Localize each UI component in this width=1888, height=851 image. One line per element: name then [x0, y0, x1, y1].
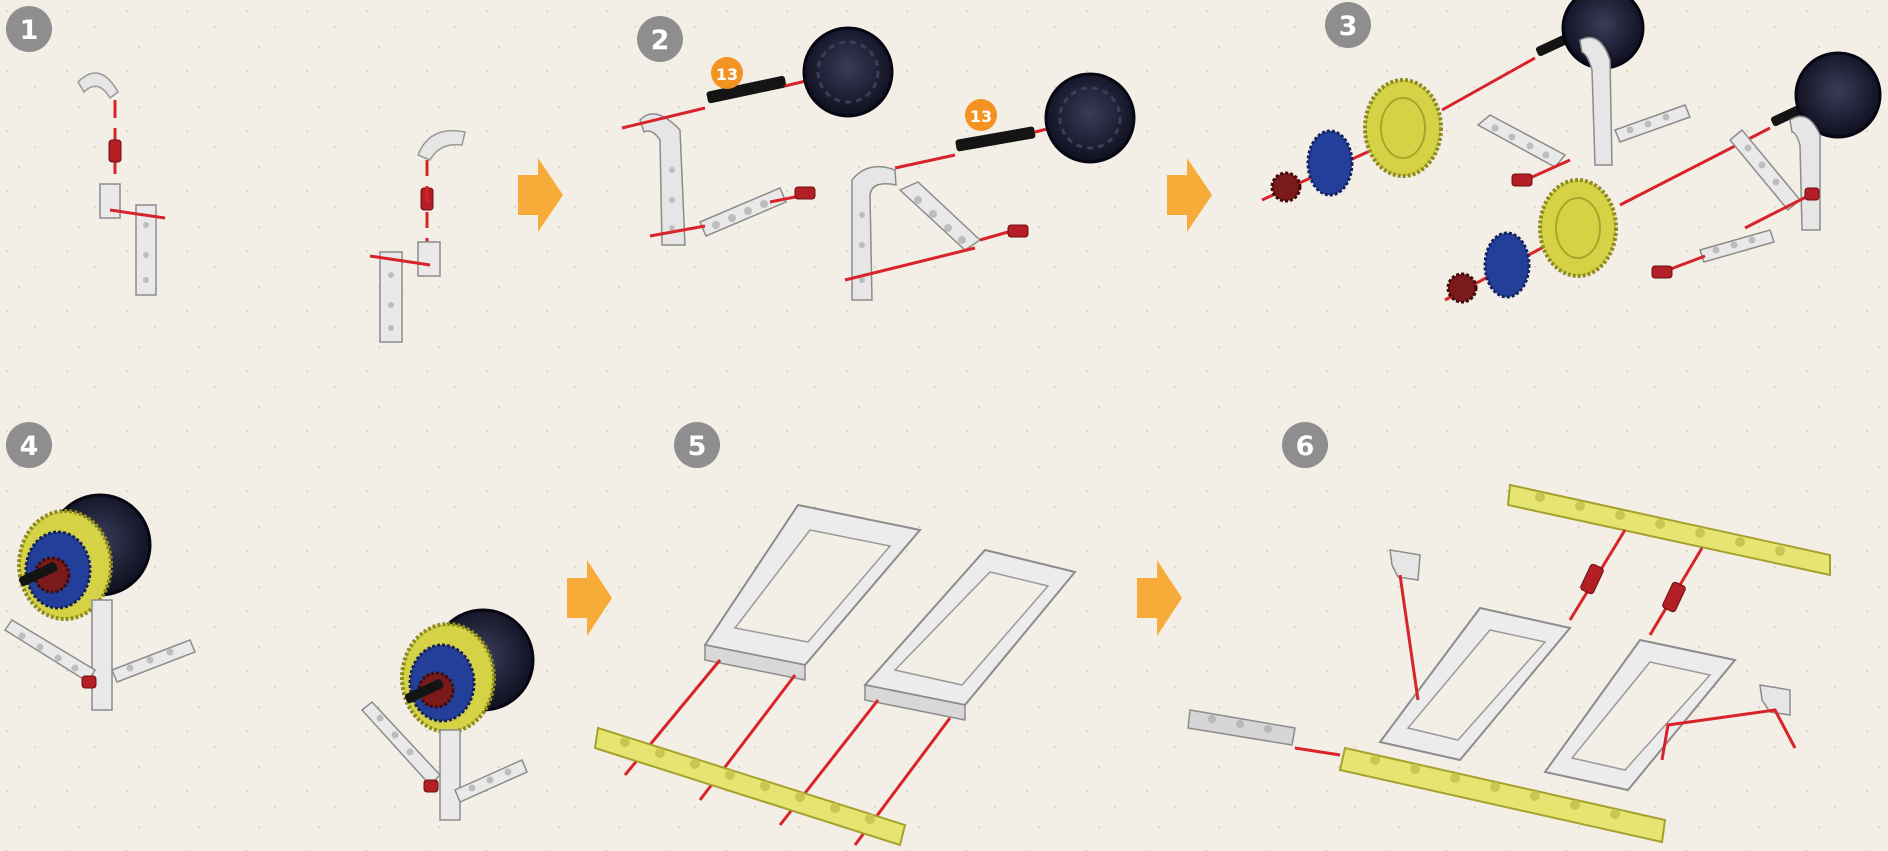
guide-line	[1744, 193, 1811, 230]
step-1-illustration	[77, 72, 466, 343]
yellow-beam-part	[593, 726, 907, 847]
blue-gear-part	[1306, 129, 1354, 197]
black-axle-part	[706, 75, 787, 104]
guide-line	[844, 246, 976, 282]
curved-beam-part	[1579, 36, 1613, 166]
guide-line	[1294, 746, 1341, 757]
step-4-illustration	[3, 493, 535, 821]
guide-line	[621, 106, 706, 130]
curved-beam-part	[639, 113, 686, 246]
guide-line	[1398, 574, 1420, 701]
guide-line	[894, 153, 956, 170]
connector-block-part	[99, 183, 121, 219]
curved-connector-part	[77, 72, 119, 100]
black-axle-part	[955, 126, 1036, 152]
red-pin-part	[1511, 173, 1533, 187]
red-pin-part	[1007, 224, 1029, 238]
curved-beam-part	[851, 165, 897, 301]
flow-arrow-icon	[1137, 560, 1182, 636]
flow-arrow-icon	[518, 158, 563, 232]
connector-block-part	[1389, 549, 1421, 581]
wheel-part	[1794, 51, 1882, 139]
upright-beam-part	[439, 729, 461, 821]
connector-block-part	[1759, 684, 1791, 716]
red-pin-part	[1804, 187, 1820, 201]
red-pin-part	[794, 186, 816, 200]
short-beam-part	[135, 204, 157, 296]
red-pin-part	[1651, 265, 1673, 279]
red-pin-part	[423, 779, 439, 793]
guide-line	[1660, 708, 1797, 761]
step-5-illustration	[593, 503, 1077, 847]
quantity-label: 13	[970, 107, 992, 126]
step-badge-2: 2	[637, 16, 683, 62]
flow-arrow-icon	[1167, 158, 1212, 232]
guide-line	[369, 254, 431, 267]
step-badge-6: 6	[1282, 422, 1328, 468]
red-pin-part	[81, 675, 97, 689]
step-3-illustration	[1261, 0, 1882, 304]
step-6-illustration	[1187, 483, 1831, 844]
holed-beam-part	[699, 187, 787, 237]
small-red-gear-part	[1446, 272, 1478, 304]
black-axle-part	[18, 562, 58, 587]
guide-line	[1441, 56, 1536, 112]
holed-beam-part	[1614, 104, 1691, 143]
step-number-2: 2	[651, 25, 670, 56]
step-number-4: 4	[20, 431, 39, 462]
step-2-illustration: 13 13	[621, 26, 1136, 301]
upright-beam-part	[91, 599, 113, 711]
quantity-callout: 13	[965, 99, 997, 131]
step-number-5: 5	[688, 431, 707, 462]
guide-line	[979, 230, 1009, 242]
curved-connector-part	[417, 130, 466, 161]
holed-beam-part	[111, 639, 196, 683]
step-badge-4: 4	[6, 422, 52, 468]
step-badge-1: 1	[6, 6, 52, 52]
quantity-callout: 13	[711, 57, 743, 89]
guide-line	[1667, 254, 1706, 272]
red-pin-part	[1580, 563, 1604, 595]
yellow-gear-part	[1363, 78, 1443, 178]
step-badge-3: 3	[1325, 2, 1371, 48]
curved-beam-part	[1789, 115, 1821, 231]
short-beam-part	[379, 251, 403, 343]
yellow-gear-part	[1538, 178, 1618, 278]
quantity-label: 13	[716, 65, 738, 84]
step-number-6: 6	[1296, 431, 1315, 462]
red-pin-part	[108, 139, 122, 163]
step-number-1: 1	[20, 15, 39, 46]
step-badge-5: 5	[674, 422, 720, 468]
blue-gear-part	[1483, 231, 1531, 299]
yellow-beam-part	[1506, 483, 1831, 577]
step-number-3: 3	[1339, 11, 1358, 42]
red-pin-part	[1662, 581, 1686, 613]
guide-line	[1529, 158, 1571, 180]
holed-beam-part	[360, 700, 442, 787]
small-red-gear-part	[1270, 171, 1302, 203]
black-axle-part	[404, 679, 444, 704]
yellow-beam-part	[1338, 746, 1667, 844]
flow-arrow-icon	[567, 560, 612, 636]
guide-line	[109, 208, 166, 220]
guide-line	[649, 224, 706, 238]
connector-block-part	[417, 241, 441, 277]
